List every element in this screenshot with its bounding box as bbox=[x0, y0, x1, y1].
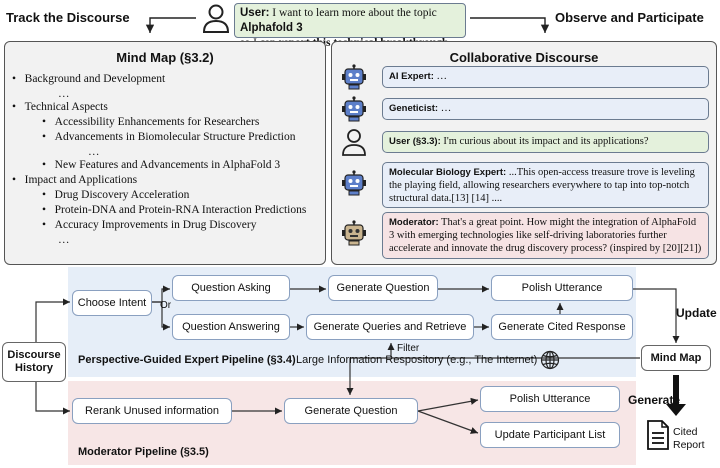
ai-expert-message: AI Expert: … bbox=[382, 66, 709, 88]
globe-icon bbox=[540, 350, 560, 370]
user-person-icon bbox=[342, 129, 366, 156]
discourse-title: Collaborative Discourse bbox=[449, 50, 599, 65]
mind-map-panel: Mind Map (§3.2) bbox=[4, 41, 326, 265]
generate-question-node: Generate Question bbox=[328, 275, 438, 301]
moderator-polish-utterance-node: Polish Utterance bbox=[480, 386, 620, 412]
mind-map-title: Mind Map (§3.2) bbox=[116, 50, 214, 65]
user-icon bbox=[202, 4, 230, 33]
generate-label: Generate bbox=[628, 393, 681, 407]
or-label: Or bbox=[160, 300, 172, 311]
mind-map-subitem: • Advancements in Biomolecular Structure… bbox=[42, 131, 296, 143]
repository-label: Large Information Respository (e.g., The… bbox=[296, 354, 538, 366]
track-discourse-heading: Track the Discourse bbox=[6, 10, 130, 25]
filter-label: Filter bbox=[397, 343, 420, 354]
mind-map-ellipsis: … bbox=[58, 234, 70, 246]
moderator-robot-icon bbox=[342, 220, 366, 246]
user-message: User (§3.3): I'm curious about its impac… bbox=[382, 131, 709, 153]
mind-map-node: Mind Map bbox=[641, 345, 711, 371]
choose-intent-node: Choose Intent bbox=[72, 290, 152, 316]
moderator-generate-question-node: Generate Question bbox=[284, 398, 418, 424]
molecular-biology-expert-message: Molecular Biology Expert: ...This open-a… bbox=[382, 162, 709, 208]
generate-cited-response-node: Generate Cited Response bbox=[491, 314, 633, 340]
top-arrows bbox=[145, 17, 550, 33]
observe-participate-heading: Observe and Participate bbox=[555, 10, 704, 25]
mind-map-subitem: • New Features and Advancements in Alpha… bbox=[42, 159, 281, 171]
molecular-biology-robot-icon bbox=[342, 170, 366, 196]
mind-map-subitem: • Protein-DNA and Protein-RNA Interactio… bbox=[42, 204, 307, 216]
document-icon bbox=[647, 420, 669, 450]
update-label: Update bbox=[676, 306, 717, 320]
user-topic: Alphafold 3 bbox=[240, 22, 303, 34]
cited-report-label: Cited Report bbox=[673, 426, 705, 451]
mind-map-subitem: • Accuracy Improvements in Drug Discover… bbox=[42, 219, 257, 231]
polish-utterance-node: Polish Utterance bbox=[491, 275, 633, 301]
rerank-node: Rerank Unused information bbox=[72, 398, 232, 424]
mind-map-item: • Technical Aspects bbox=[12, 101, 108, 113]
user-text-1: I want to learn more about the topic bbox=[269, 7, 437, 19]
moderator-pipeline-label: Moderator Pipeline (§3.5) bbox=[78, 446, 209, 458]
question-asking-node: Question Asking bbox=[172, 275, 290, 301]
geneticist-message: Geneticist: … bbox=[382, 98, 709, 120]
moderator-message: Moderator: That's a great point. How mig… bbox=[382, 212, 709, 259]
generate-queries-node: Generate Queries and Retrieve bbox=[306, 314, 474, 340]
question-answering-node: Question Answering bbox=[172, 314, 290, 340]
mind-map-subitem: • Accessibility Enhancements for Researc… bbox=[42, 116, 260, 128]
update-participant-list-node: Update Participant List bbox=[480, 422, 620, 448]
mind-map-item: • Impact and Applications bbox=[12, 174, 138, 186]
mind-map-subitem: • Drug Discovery Acceleration bbox=[42, 189, 190, 201]
geneticist-robot-icon bbox=[342, 96, 366, 122]
mind-map-ellipsis: … bbox=[88, 146, 100, 158]
mind-map-item: • Background and Development bbox=[12, 73, 166, 85]
mind-map-ellipsis: … bbox=[58, 88, 70, 100]
user-speaker: User: bbox=[240, 7, 270, 19]
ai-expert-robot-icon bbox=[342, 64, 366, 90]
discourse-history-node: Discourse History bbox=[2, 342, 66, 382]
expert-pipeline-label: Perspective-Guided Expert Pipeline (§3.4… bbox=[78, 354, 296, 366]
